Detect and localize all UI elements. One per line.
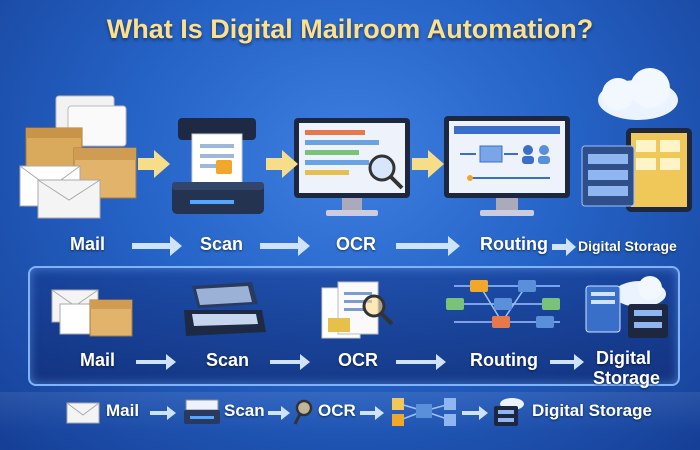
arrow-right-icon [260,236,310,256]
strip-label-ocr: OCR [318,401,356,420]
step-label-ocr: OCR [338,350,378,370]
arrow-right-icon [412,150,444,178]
strip-label-scan: Scan [224,401,265,420]
step-label-routing: Routing [470,350,538,370]
step-label-mail: Mail [70,234,106,254]
step-label-scan: Scan [200,234,244,254]
ocr-document-icon [321,281,394,339]
strip-label-mail: Mail [106,401,140,420]
scanner-icon [184,399,220,424]
mail-stack-icon [51,289,133,337]
workflow-strip [0,392,700,432]
routing-network-icon [446,280,560,328]
arrow-right-icon [396,354,446,370]
arrow-right-icon [360,406,384,420]
envelope-icon [66,402,100,424]
step-label-storage-line1: Digital [596,348,652,368]
step-label-ocr: OCR [336,234,376,254]
step-label-routing: Routing [480,234,548,254]
arrow-right-icon [550,354,584,370]
arrow-right-icon [462,406,488,420]
arrow-right-icon [136,354,176,370]
magnifier-icon [293,399,313,425]
step-label-storage: Digital Storage [578,238,677,254]
scanner-icon [184,282,266,336]
routing-monitor-icon [444,116,570,216]
digital-storage-icon [581,68,692,212]
arrow-right-icon [396,236,460,256]
mail-stack-icon [19,95,137,219]
scanner-icon [172,118,264,214]
digital-storage-icon [585,276,668,338]
step-label-storage-line2: Storage [593,368,661,388]
arrow-right-icon [268,406,290,420]
routing-cubes-icon [392,398,456,426]
arrow-right-icon [552,238,576,256]
arrow-right-icon [150,406,176,420]
page-title: What Is Digital Mailroom Automation? [106,14,594,44]
storage-server-icon [494,398,524,426]
arrow-right-icon [138,150,170,178]
strip-label-storage: Digital Storage [532,401,652,420]
arrow-right-icon [266,150,298,178]
step-label-mail: Mail [80,350,116,370]
arrow-right-icon [270,354,310,370]
step-label-scan: Scan [206,350,250,370]
arrow-right-icon [132,236,182,256]
ocr-monitor-icon [294,118,410,216]
